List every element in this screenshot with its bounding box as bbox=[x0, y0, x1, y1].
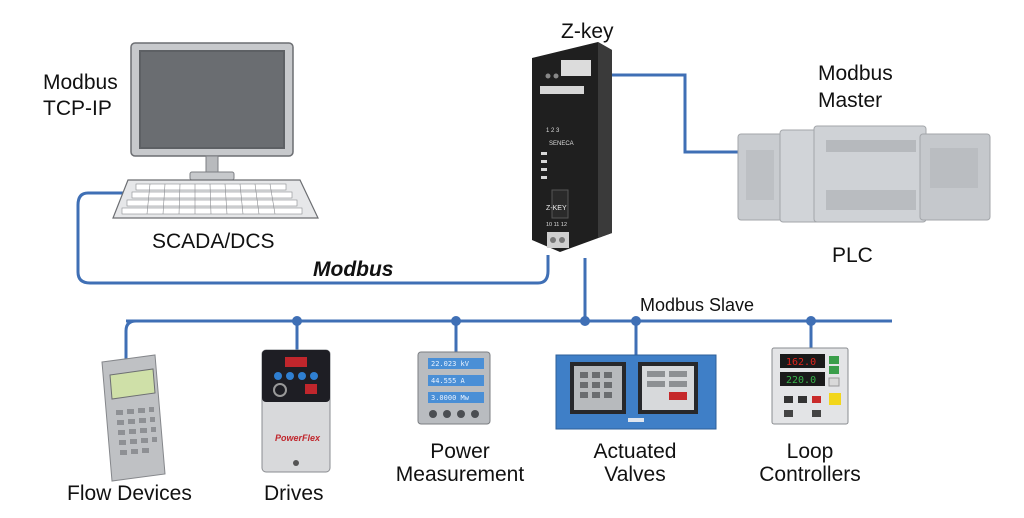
zkey-module-icon: 1 2 3 SENECA Z-KEY 10 11 12 bbox=[532, 42, 612, 252]
junction-valves bbox=[631, 316, 641, 326]
modbus-slave-label: Modbus Slave bbox=[640, 295, 755, 315]
zkey-model-text: Z-KEY bbox=[546, 205, 567, 212]
bus-junctions bbox=[292, 316, 816, 326]
junction-power bbox=[451, 316, 461, 326]
drives-label: Drives bbox=[264, 482, 324, 505]
junction-drives bbox=[292, 316, 302, 326]
valves-label-line2: Valves bbox=[604, 463, 666, 486]
flow-device-icon bbox=[101, 354, 166, 482]
zkey-terminal-numbers-top: 1 2 3 bbox=[546, 128, 560, 134]
valve-panel-icon bbox=[555, 354, 717, 430]
loop-controller-icon: 162.0 220.0 bbox=[771, 347, 849, 425]
plc-label: PLC bbox=[832, 244, 873, 267]
power-readout-2: 44.555 A bbox=[431, 377, 466, 385]
modbus-tcp-label-line1: Modbus bbox=[43, 71, 118, 94]
zkey-brand-text: SENECA bbox=[549, 141, 574, 147]
powerflex-logo-text: PowerFlex bbox=[275, 433, 321, 443]
valves-label-line1: Actuated bbox=[593, 440, 677, 463]
power-readout-1: 22.023 kV bbox=[431, 360, 470, 368]
computer-monitor-icon bbox=[130, 42, 294, 181]
keyboard-icon bbox=[112, 179, 319, 219]
scada-label: SCADA/DCS bbox=[152, 230, 275, 253]
power-label-line2: Measurement bbox=[395, 463, 525, 486]
loop-label-line2: Controllers bbox=[759, 463, 861, 486]
modbus-tcp-label-line2: TCP-IP bbox=[43, 97, 112, 120]
modbus-bus-label: Modbus bbox=[313, 258, 394, 281]
zkey-label: Z-key bbox=[561, 20, 614, 43]
zkey-to-plc-wire bbox=[603, 73, 742, 154]
plc-icon bbox=[737, 125, 991, 223]
junction-loop bbox=[806, 316, 816, 326]
modbus-master-label-line1: Modbus bbox=[818, 62, 893, 85]
scada-to-zkey-wire bbox=[76, 191, 550, 285]
flow-devices-label: Flow Devices bbox=[67, 482, 192, 505]
loop-readout-1: 162.0 bbox=[786, 357, 816, 368]
power-meter-icon: 22.023 kV 44.555 A 3.0000 Mw bbox=[417, 351, 491, 425]
loop-readout-2: 220.0 bbox=[786, 375, 816, 386]
zkey-terminal-numbers-bottom: 10 11 12 bbox=[546, 222, 567, 228]
loop-label-line1: Loop bbox=[786, 440, 834, 463]
junction-zkey bbox=[580, 316, 590, 326]
drive-icon: PowerFlex bbox=[261, 349, 331, 473]
power-label-line1: Power bbox=[430, 440, 490, 463]
power-readout-3: 3.0000 Mw bbox=[431, 394, 470, 402]
modbus-master-label-line2: Master bbox=[818, 89, 883, 112]
